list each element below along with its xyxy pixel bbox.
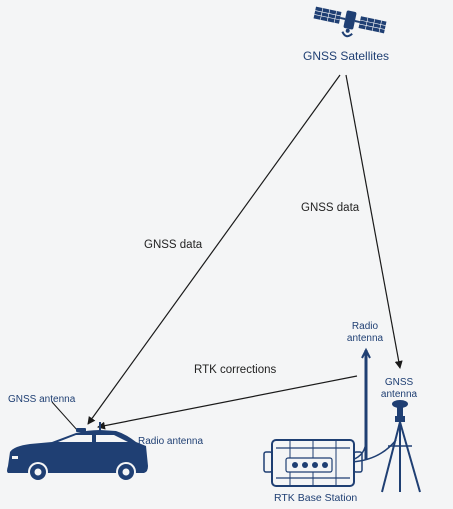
car-gnss-antenna-label: GNSS antenna: [8, 394, 76, 405]
station-gnss-antenna-label-line1: GNSS: [384, 377, 414, 388]
station-radio-antenna-label-line2: antenna: [346, 332, 384, 344]
gnss-data-arrow-to-station: [345, 74, 403, 369]
tripod-icon: [381, 421, 421, 493]
rtk-corrections-label: RTK corrections: [194, 364, 277, 376]
station-radio-antenna-label: Radio antenna: [342, 321, 388, 344]
car-gnss-antenna-pointer: [51, 401, 79, 432]
satellites-label: GNSS Satellites: [303, 49, 390, 63]
car-radio-antenna-label: Radio antenna: [138, 436, 204, 447]
station-radio-antenna-label-line1: Radio: [351, 321, 379, 332]
station-gnss-antenna-icon: [392, 400, 408, 422]
station-gnss-antenna-label-line2: antenna: [380, 388, 418, 400]
station-gnss-antenna-label: GNSS antenna: [376, 377, 422, 400]
gnss-data-arrow-to-car: [87, 74, 341, 425]
gnss-data-label-left: GNSS data: [144, 239, 203, 251]
car-icon: [7, 422, 148, 482]
base-station-icon: [263, 439, 363, 487]
station-cable-gnss: [351, 439, 397, 463]
gnss-data-label-right: GNSS data: [301, 202, 360, 214]
satellite-icon: [313, 6, 387, 38]
base-station-label: RTK Base Station: [274, 492, 358, 504]
rtk-corrections-arrow: [97, 375, 358, 430]
